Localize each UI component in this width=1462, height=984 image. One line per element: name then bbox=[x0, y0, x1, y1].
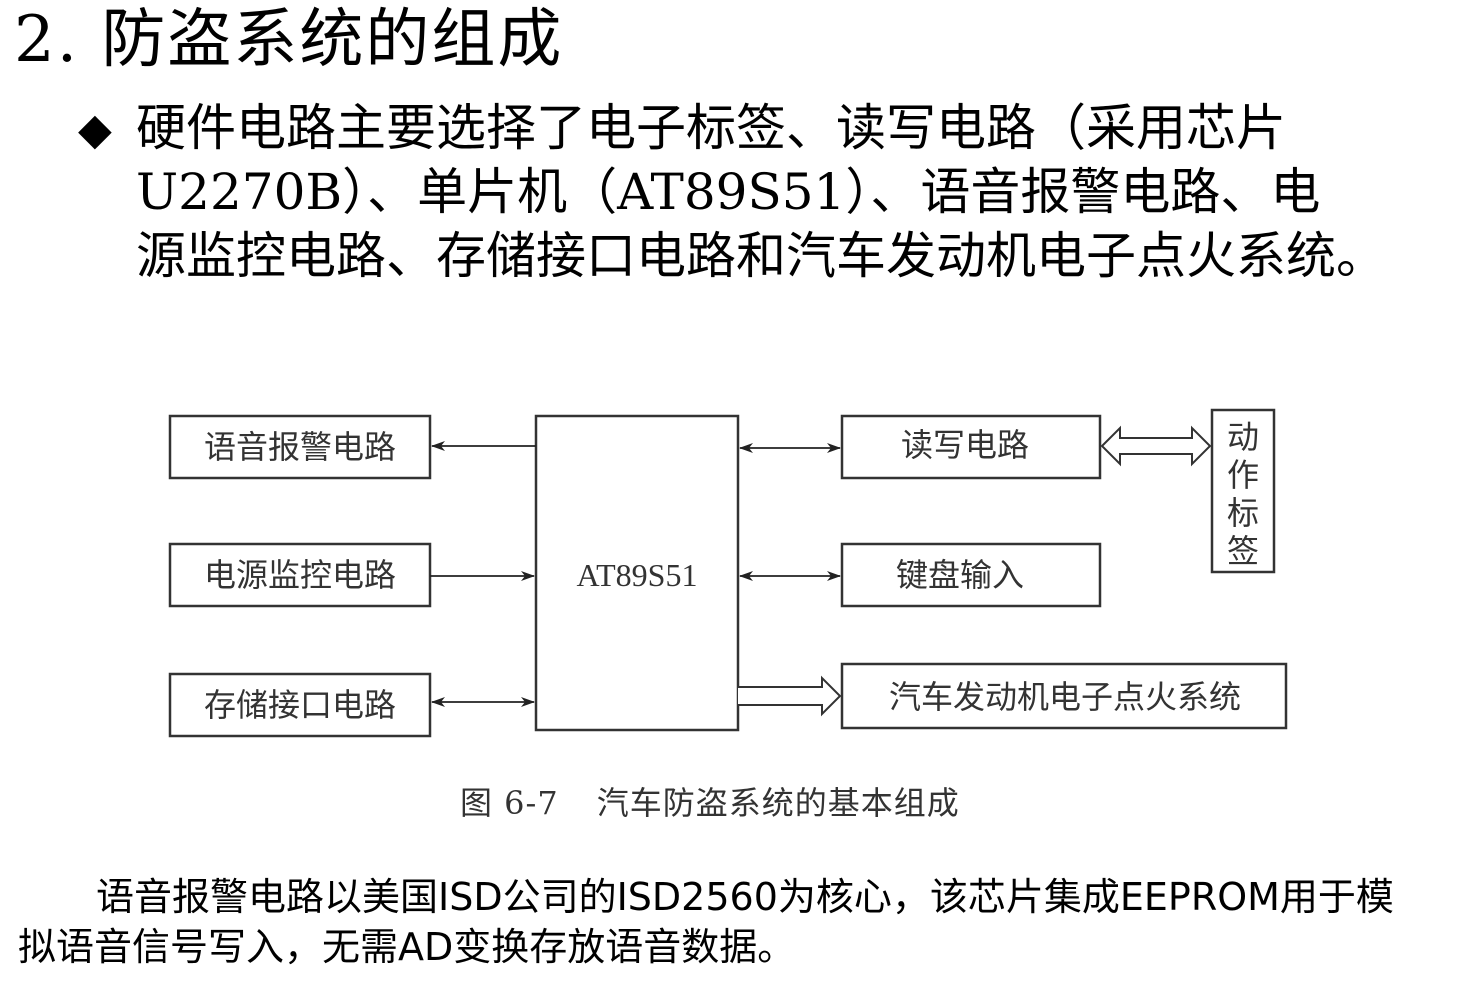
box-label: 动 bbox=[1227, 418, 1259, 456]
paragraph-line: 语音报警电路以美国ISD公司的ISD2560为核心，该芯片集成EEPROM用于模 bbox=[96, 875, 1394, 919]
box-label: 标 bbox=[1227, 494, 1259, 532]
box-label: 存储接口电路 bbox=[204, 686, 396, 724]
box-label: 电源监控电路 bbox=[204, 556, 396, 594]
box-keyboard: 键盘输入 bbox=[840, 542, 1102, 608]
box-read-write: 读写电路 bbox=[840, 414, 1102, 480]
box-tag: 动 作 标 签 bbox=[1210, 408, 1276, 574]
box-voice-alarm: 语音报警电路 bbox=[168, 414, 432, 480]
bullet-line: 源监控电路、存储接口电路和汽车发动机电子点火系统。 bbox=[136, 227, 1386, 285]
box-label: 键盘输入 bbox=[896, 556, 1024, 594]
box-label: 签 bbox=[1227, 532, 1259, 570]
box-power-monitor: 电源监控电路 bbox=[168, 542, 432, 608]
box-label: AT89S51 bbox=[577, 557, 698, 593]
box-storage-interface: 存储接口电路 bbox=[168, 672, 432, 738]
block-diagram: 语音报警电路 电源监控电路 存储接口电路 AT89S51 读写电路 键盘输入 汽… bbox=[168, 408, 1288, 738]
box-ignition: 汽车发动机电子点火系统 bbox=[840, 662, 1288, 730]
paragraph-line: 拟语音信号写入，无需AD变换存放语音数据。 bbox=[18, 925, 796, 969]
diamond-bullet-icon: ◆ bbox=[78, 104, 112, 155]
slide-heading: 2. 防盗系统的组成 bbox=[14, 3, 564, 77]
box-label: 读写电路 bbox=[901, 426, 1029, 464]
figure-caption: 图 6-7 汽车防盗系统的基本组成 bbox=[460, 778, 960, 824]
box-mcu: AT89S51 bbox=[534, 414, 740, 732]
box-label: 语音报警电路 bbox=[204, 428, 396, 466]
bullet-line: U2270B）、单片机（AT89S51）、语音报警电路、电 bbox=[136, 163, 1321, 221]
hollow-arrow-read-write-tag bbox=[1100, 425, 1212, 467]
caption-text: 汽车防盗系统的基本组成 bbox=[596, 784, 960, 822]
caption-number: 图 6-7 bbox=[460, 784, 559, 822]
bullet-line: 硬件电路主要选择了电子标签、读写电路（采用芯片 bbox=[136, 99, 1286, 157]
box-label: 汽车发动机电子点火系统 bbox=[889, 678, 1241, 716]
box-label: 作 bbox=[1227, 456, 1259, 494]
hollow-arrow-mcu-to-ignition bbox=[738, 675, 842, 717]
